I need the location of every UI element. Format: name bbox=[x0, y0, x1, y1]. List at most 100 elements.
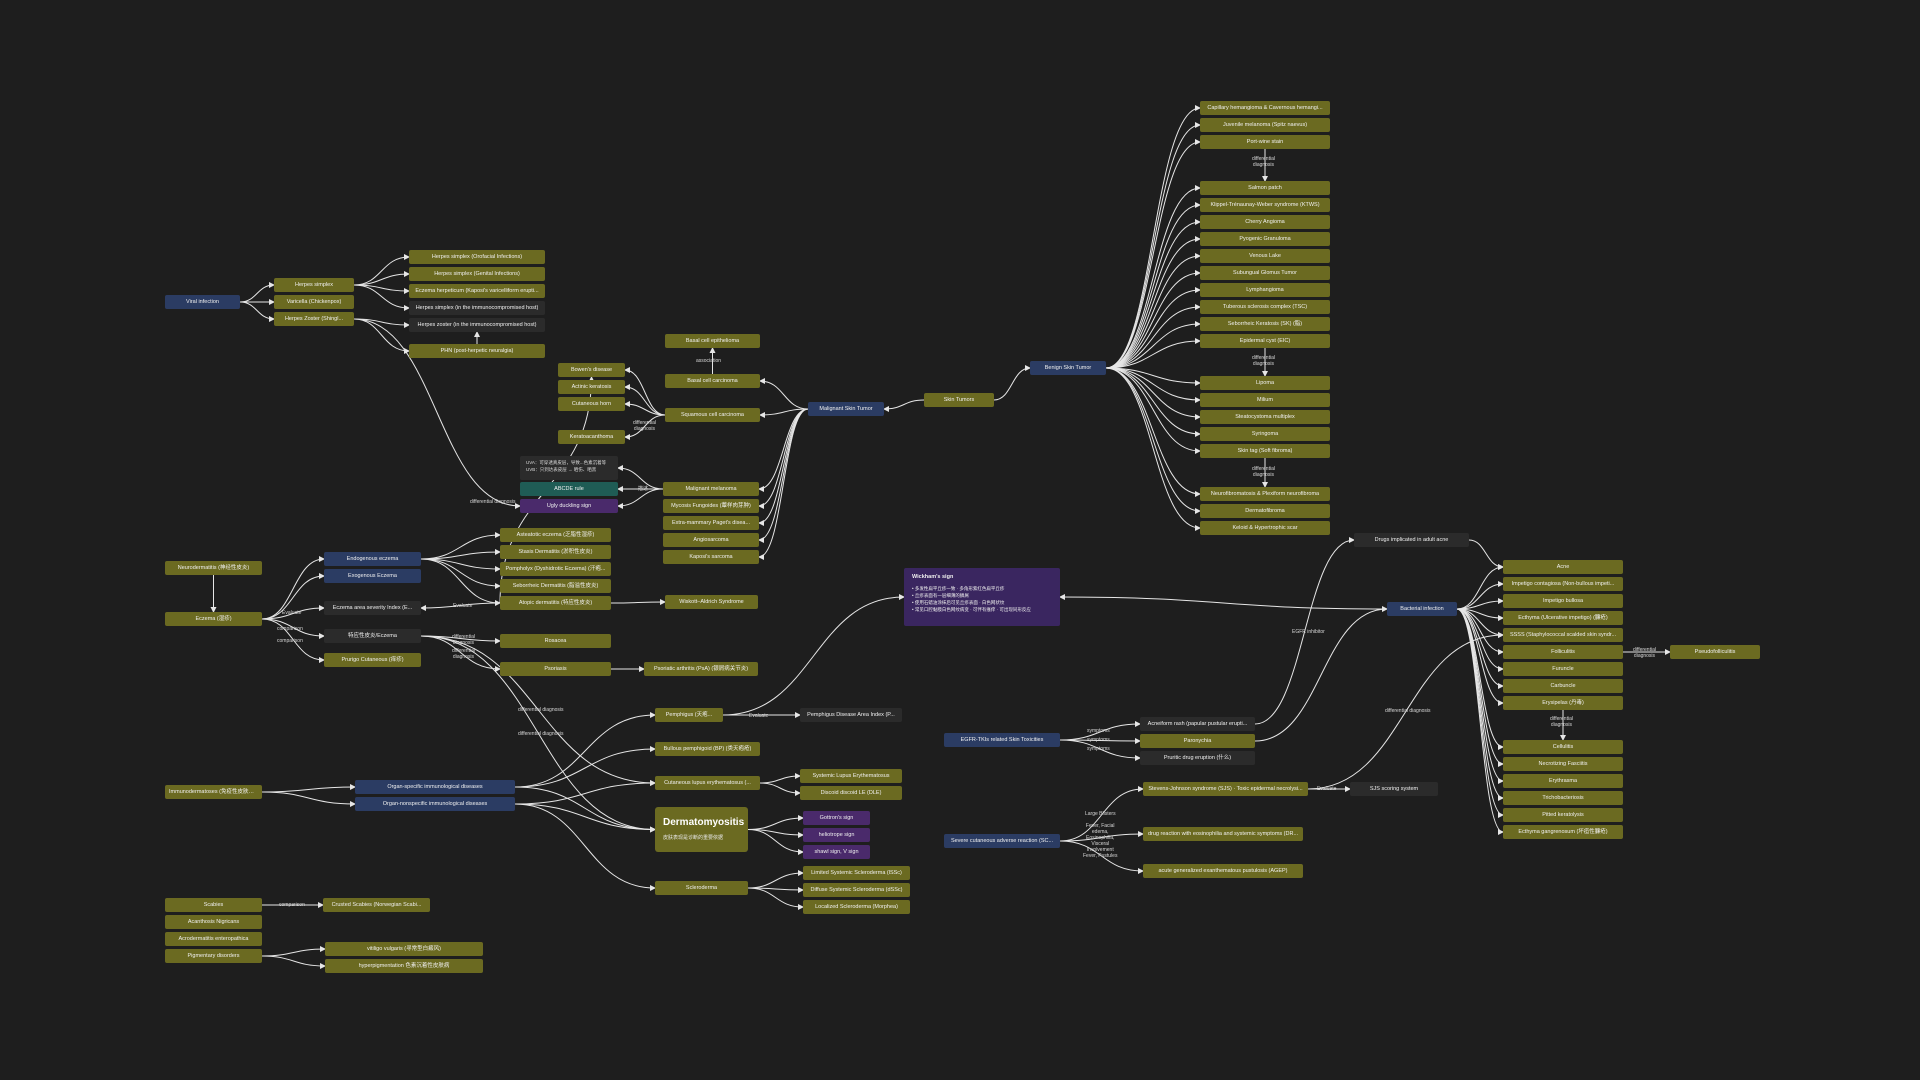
node-furuncle[interactable]: Furuncle bbox=[1503, 662, 1623, 676]
node-bowens[interactable]: Bowen's disease bbox=[558, 363, 625, 377]
node-atopic[interactable]: Atopic dermatitis (特应性皮炎) bbox=[500, 596, 611, 610]
node-neurofibromatosis[interactable]: Neurofibromatosis & Plexiform neurofibro… bbox=[1200, 487, 1330, 501]
node-pseudofolliculitis[interactable]: Pseudofolliculitis bbox=[1670, 645, 1760, 659]
node-wickham-note[interactable]: Wickham's sign • 多发性扁平丘疹一致 · 多角形紫红色扁平丘疹 … bbox=[904, 568, 1060, 626]
node-scleroderma[interactable]: Scleroderma bbox=[655, 881, 748, 895]
node-dermatofibroma[interactable]: Dermatofibroma bbox=[1200, 504, 1330, 518]
node-dermatomyositis[interactable]: Dermatomyositis 皮肤表现是诊断的重要依据 bbox=[655, 807, 748, 852]
node-steatocystoma[interactable]: Steatocystoma multiplex bbox=[1200, 410, 1330, 424]
node-pompholyx[interactable]: Pompholyx (Dyshidrotic Eczema) (汗疱... bbox=[500, 562, 611, 576]
node-organ-nonspecific[interactable]: Organ-nonspecific immunological diseases bbox=[355, 797, 515, 811]
node-basal-epithelioma[interactable]: Basal cell epithelioma bbox=[665, 334, 760, 348]
node-impetigo[interactable]: Impetigo contagiosa (Non-bullous impeti.… bbox=[1503, 577, 1623, 591]
node-organ-specific[interactable]: Organ-specific immunological diseases bbox=[355, 780, 515, 794]
node-acrodermatitis[interactable]: Acrodermatitis enteropathica bbox=[165, 932, 262, 946]
node-kaposi[interactable]: Kaposi's sarcoma bbox=[663, 550, 759, 564]
node-rosacea[interactable]: Rosacea bbox=[500, 634, 611, 648]
node-ecthyma-gang[interactable]: Ecthyma gangrenosum (坏疽性臁疮) bbox=[1503, 825, 1623, 839]
node-scabies[interactable]: Scabies bbox=[165, 898, 262, 912]
node-phn[interactable]: PHN (post-herpetic neuralgia) bbox=[409, 344, 545, 358]
node-erysipelas[interactable]: Erysipelas (丹毒) bbox=[1503, 696, 1623, 710]
node-venous-lake[interactable]: Venous Lake bbox=[1200, 249, 1330, 263]
node-acanthosis[interactable]: Acanthosis Nigricans bbox=[165, 915, 262, 929]
node-erythrasma[interactable]: Erythrasma bbox=[1503, 774, 1623, 788]
node-hz-immuno[interactable]: Herpes zoster (in the immunocompromised … bbox=[409, 318, 545, 332]
node-eczema-herpeticum[interactable]: Eczema herpeticum (Kaposi's varicellifor… bbox=[409, 284, 545, 298]
node-immuno-diseases[interactable]: Immunodermatoses (免疫性皮肤病... bbox=[165, 785, 262, 799]
node-psoriatic-arthritis[interactable]: Psoriatic arthritis (PsA) (银屑病关节炎) bbox=[644, 662, 758, 676]
node-malignant-tumor[interactable]: Malignant Skin Tumor bbox=[808, 402, 884, 416]
node-keratoacanthoma[interactable]: Keratoacanthoma bbox=[558, 430, 625, 444]
node-epidermal-cyst[interactable]: Epidermal cyst (EIC) bbox=[1200, 334, 1330, 348]
node-psoriasis[interactable]: Psoriasis bbox=[500, 662, 611, 676]
node-folliculitis[interactable]: Folliculitis bbox=[1503, 645, 1623, 659]
node-cle[interactable]: Cutaneous lupus erythematosus (... bbox=[655, 776, 760, 790]
node-milium[interactable]: Milium bbox=[1200, 393, 1330, 407]
node-carbuncle[interactable]: Carbuncle bbox=[1503, 679, 1623, 693]
node-paronychia[interactable]: Paronychia bbox=[1140, 734, 1255, 748]
node-herpes-simplex[interactable]: Herpes simplex bbox=[274, 278, 354, 292]
node-vitiligo[interactable]: vitiligo vulgaris (寻常型白癜风) bbox=[325, 942, 483, 956]
node-cutaneous-horn[interactable]: Cutaneous horn bbox=[558, 397, 625, 411]
node-dle[interactable]: Discoid discoid LE (DLE) bbox=[800, 786, 902, 800]
node-endogenous[interactable]: Endogenous eczema bbox=[324, 552, 421, 566]
node-drugs-acne[interactable]: Drugs implicated in adult acne bbox=[1354, 533, 1469, 547]
node-neurodermatitis[interactable]: Neurodermatitis (神经性皮炎) bbox=[165, 561, 262, 575]
node-seborrheic[interactable]: Seborrheic Dermatitis (脂溢性皮炎) bbox=[500, 579, 611, 593]
node-bcc[interactable]: Basal cell carcinoma bbox=[665, 374, 760, 388]
node-trichobacteriosis[interactable]: Trichobacteriosis bbox=[1503, 791, 1623, 805]
node-scorten[interactable]: SJS scoring system bbox=[1350, 782, 1438, 796]
node-ecthyma[interactable]: Ecthyma (Ulcerative impetigo) (臁疮) bbox=[1503, 611, 1623, 625]
node-contact-derm[interactable]: 特应性皮炎/Eczema bbox=[324, 629, 421, 643]
node-diffuse-ssc[interactable]: Diffuse Systemic Scleroderma (dSSc) bbox=[803, 883, 910, 897]
node-limited-ssc[interactable]: Limited Systemic Scleroderma (lSSc) bbox=[803, 866, 910, 880]
node-scc[interactable]: Squamous cell carcinoma bbox=[665, 408, 760, 422]
node-hyperpigmentation[interactable]: hyperpigmentation 色素沉着性皮肤病 bbox=[325, 959, 483, 973]
node-glomus[interactable]: Subungual Glomus Tumor bbox=[1200, 266, 1330, 280]
node-syringoma[interactable]: Syringoma bbox=[1200, 427, 1330, 441]
node-benign-tumor[interactable]: Benign Skin Tumor bbox=[1030, 361, 1106, 375]
node-paget[interactable]: Extra-mammary Paget's disea... bbox=[663, 516, 759, 530]
node-cherry[interactable]: Cherry Angioma bbox=[1200, 215, 1330, 229]
node-varicella[interactable]: Varicella (Chickenpox) bbox=[274, 295, 354, 309]
node-dress[interactable]: drug reaction with eosinophilia and syst… bbox=[1143, 827, 1303, 841]
node-scar-adverse[interactable]: Severe cutaneous adverse reaction (SC... bbox=[944, 834, 1060, 848]
node-lipoma[interactable]: Lipoma bbox=[1200, 376, 1330, 390]
node-crusted-scabies[interactable]: Crusted Scabies (Norwegian Scabi... bbox=[323, 898, 430, 912]
node-localized-ssc[interactable]: Localized Scleroderma (Morphea) bbox=[803, 900, 910, 914]
node-bullous[interactable]: Bullous pemphigoid (BP) (类天疱疮) bbox=[655, 742, 760, 756]
node-viral-infection[interactable]: Viral infection bbox=[165, 295, 240, 309]
node-hs-immuno[interactable]: Herpes simplex (in the immunocompromised… bbox=[409, 301, 545, 315]
node-cellulitis[interactable]: Cellulitis bbox=[1503, 740, 1623, 754]
node-asteatotic[interactable]: Asteatotic eczema (乏脂性湿疹) bbox=[500, 528, 611, 542]
node-agep[interactable]: acute generalized exanthematous pustulos… bbox=[1143, 864, 1303, 878]
node-salmon-patch[interactable]: Salmon patch bbox=[1200, 181, 1330, 195]
node-actinic[interactable]: Actinic keratosis bbox=[558, 380, 625, 394]
node-stasis[interactable]: Stasis Dermatitis (淤积性皮炎) bbox=[500, 545, 611, 559]
node-shawl[interactable]: shawl sign, V sign bbox=[803, 845, 870, 859]
node-bacterial[interactable]: Bacterial infection bbox=[1387, 602, 1457, 616]
node-easi[interactable]: Eczema area severity Index (E... bbox=[324, 601, 421, 615]
node-acneiform[interactable]: Acneiform rash (papular pustular erupti.… bbox=[1140, 717, 1255, 731]
node-impetigo-bull[interactable]: Impetigo bullosa bbox=[1503, 594, 1623, 608]
node-herpes-zoster[interactable]: Herpes Zoster (Shingl... bbox=[274, 312, 354, 326]
node-ssss[interactable]: SSSS (Staphylococcal scalded skin syndr.… bbox=[1503, 628, 1623, 642]
node-pruritic[interactable]: Pruritic drug eruption (什么) bbox=[1140, 751, 1255, 765]
node-wiskott[interactable]: Wiskott–Aldrich Syndrome bbox=[665, 595, 758, 609]
node-exogenous[interactable]: Exogenous Eczema bbox=[324, 569, 421, 583]
node-pemphigus[interactable]: Pemphigus (天疱... bbox=[655, 708, 723, 722]
node-seb-keratosis[interactable]: Seborrheic Keratosis (SK) (脂) bbox=[1200, 317, 1330, 331]
node-prurigo[interactable]: Prurigo Cutaneous (痒疹) bbox=[324, 653, 421, 667]
node-egfr[interactable]: EGFR-TKIs related Skin Toxicities bbox=[944, 733, 1060, 747]
node-eczema[interactable]: Eczema (湿疹) bbox=[165, 612, 262, 626]
node-sjs[interactable]: Stevens-Johnson syndrome (SJS) · Toxic e… bbox=[1143, 782, 1308, 796]
node-pdai[interactable]: Pemphigus Disease Area Index (P... bbox=[800, 708, 902, 722]
node-hs-genital[interactable]: Herpes simplex (Genital Infections) bbox=[409, 267, 545, 281]
node-sle[interactable]: Systemic Lupus Erythematosus bbox=[800, 769, 902, 783]
node-tsc[interactable]: Tuberous sclerosis complex (TSC) bbox=[1200, 300, 1330, 314]
node-skin-tag[interactable]: Skin tag (Soft fibroma) bbox=[1200, 444, 1330, 458]
node-gottron[interactable]: Gottron's sign bbox=[803, 811, 870, 825]
node-juvenile-mel[interactable]: Juvenile melanoma (Spitz naevus) bbox=[1200, 118, 1330, 132]
node-capillary-hem[interactable]: Capillary hemangioma & Cavernous hemangi… bbox=[1200, 101, 1330, 115]
node-lymphangioma[interactable]: Lymphangioma bbox=[1200, 283, 1330, 297]
